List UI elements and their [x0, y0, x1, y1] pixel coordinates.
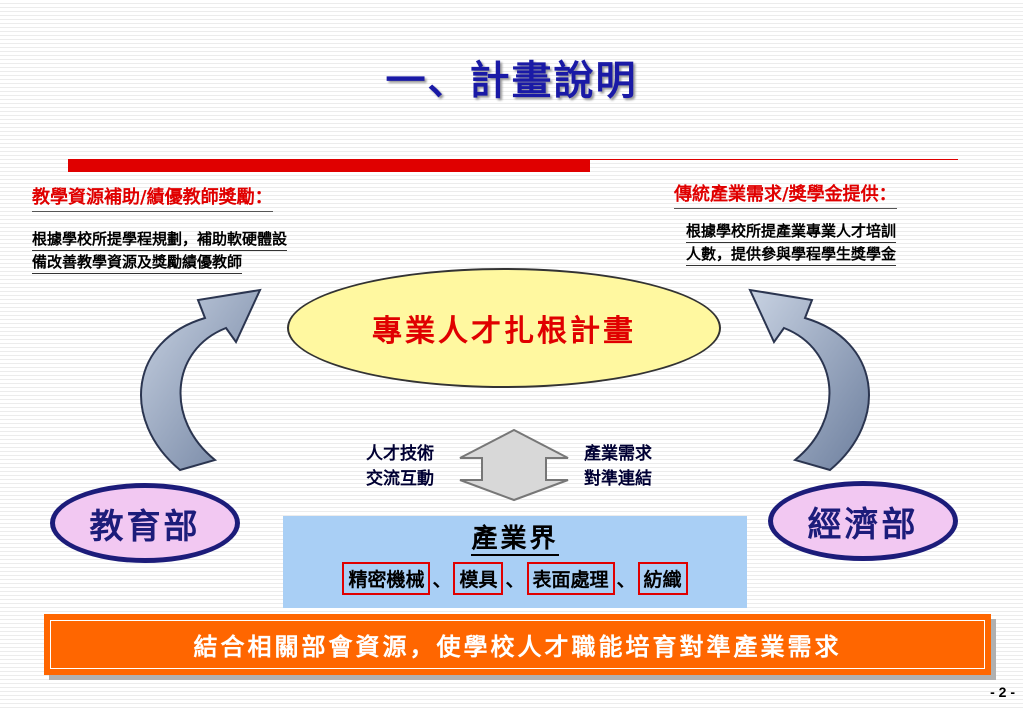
ministry-economic-label: 經濟部: [807, 504, 919, 545]
summary-banner: 結合相關部會資源，使學校人才職能培育對準產業需求: [44, 614, 991, 675]
industry-separator: 、: [616, 569, 636, 591]
industry-box: 產業界 精密機械、模具、表面處理、紡織: [283, 516, 747, 608]
industry-items: 精密機械、模具、表面處理、紡織: [283, 562, 747, 595]
right-curved-arrow-icon: [748, 288, 870, 472]
ministry-education-badge: 教育部: [50, 483, 240, 563]
exchange-right-text: 產業需求 對準連結: [558, 442, 678, 492]
industry-item: 模具: [453, 562, 504, 595]
center-program-label: 專業人才扎根計畫: [372, 314, 636, 349]
industry-title: 產業界: [471, 524, 559, 556]
industry-item: 表面處理: [526, 562, 615, 595]
right-description: 根據學校所提產業專業人才培訓 人數，提供參與學程學生獎學金: [686, 220, 897, 266]
industry-item: 紡織: [637, 562, 688, 595]
industry-item: 精密機械: [342, 562, 431, 595]
left-curved-arrow-icon: [140, 288, 262, 472]
exchange-right-line-2: 對準連結: [584, 469, 652, 489]
bidirectional-arrow-icon: [459, 428, 569, 502]
ministry-education-label: 教育部: [89, 506, 201, 547]
slide-title: 一、計畫說明: [385, 57, 638, 104]
exchange-left-text: 人才技術 交流互動: [340, 442, 460, 492]
center-program-ellipse: 專業人才扎根計畫: [287, 268, 721, 388]
exchange-left-line-2: 交流互動: [366, 469, 434, 489]
summary-banner-text: 結合相關部會資源，使學校人才職能培育對準產業需求: [193, 632, 842, 661]
left-description: 根據學校所提學程規劃，補助軟硬體設 備改善教學資源及獎勵績優教師: [32, 228, 288, 274]
industry-separator: 、: [505, 569, 525, 591]
left-description-line-2: 備改善教學資源及獎勵績優教師: [32, 251, 243, 274]
summary-banner-frame: 結合相關部會資源，使學校人才職能培育對準產業需求: [50, 620, 985, 669]
right-heading: 傳統產業需求/獎學金提供：: [674, 180, 897, 209]
title-divider-bar: [68, 159, 590, 172]
ministry-economic-badge: 經濟部: [768, 481, 958, 561]
page-number: - 2 -: [990, 684, 1015, 700]
exchange-right-line-1: 產業需求: [584, 444, 652, 464]
left-heading: 教學資源補助/績優教師獎勵：: [32, 183, 273, 212]
industry-separator: 、: [432, 569, 452, 591]
exchange-left-line-1: 人才技術: [366, 444, 434, 464]
right-description-line-2: 人數，提供參與學程學生獎學金: [686, 243, 897, 266]
